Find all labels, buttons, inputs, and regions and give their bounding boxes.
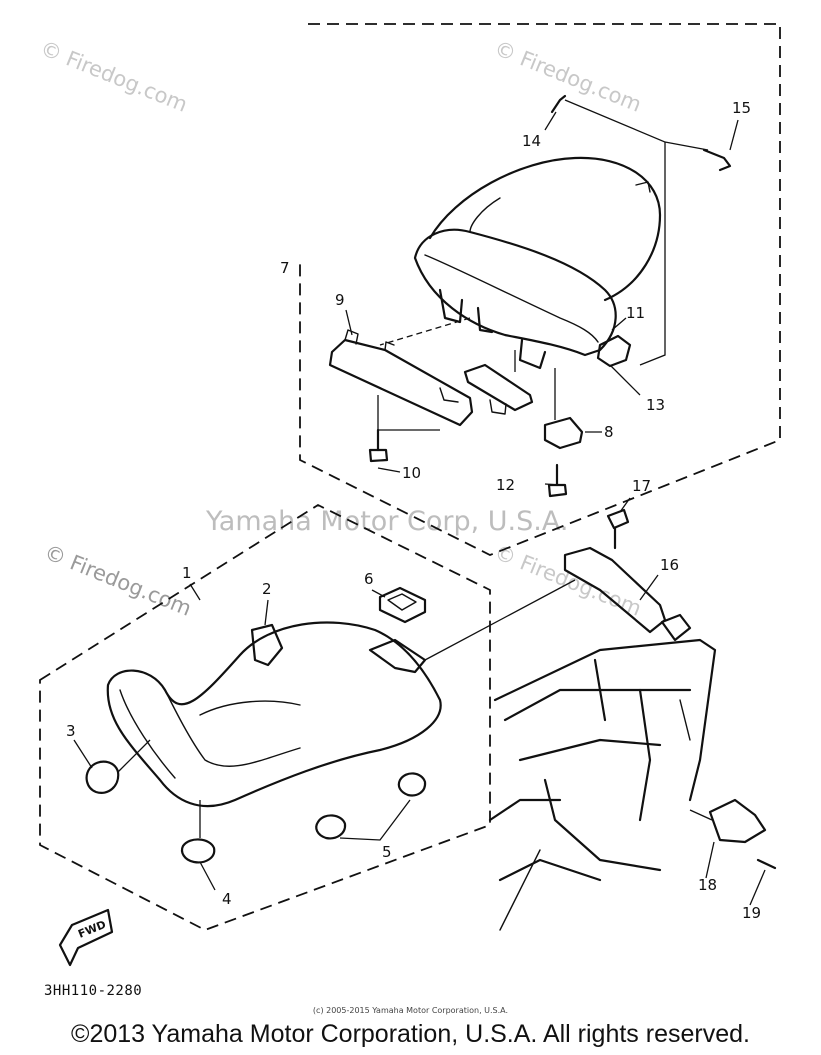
bolt-10 xyxy=(368,428,389,463)
callout-17: 17 xyxy=(632,477,651,495)
bolt-12 xyxy=(547,463,568,498)
callout-10: 10 xyxy=(402,464,421,482)
callout-14: 14 xyxy=(522,132,541,150)
damper-6 xyxy=(378,586,427,624)
bracket-9 xyxy=(328,329,474,431)
grommet-4 xyxy=(180,838,216,864)
tail-cowl xyxy=(413,156,662,370)
callout-3: 3 xyxy=(66,722,76,740)
assembly-1-outline xyxy=(39,503,491,931)
callout-1: 1 xyxy=(182,564,192,582)
watermark-yamaha: Yamaha Motor Corp, U.S.A. xyxy=(206,506,569,537)
callout-18: 18 xyxy=(698,876,717,894)
callout-12: 12 xyxy=(496,476,515,494)
bracket-13 xyxy=(596,334,632,368)
diagram-code: 3HH110-2280 xyxy=(44,983,143,999)
plate-part xyxy=(463,363,534,415)
bolt-17 xyxy=(606,508,630,550)
callout-5: 5 xyxy=(382,843,392,861)
callout-19: 19 xyxy=(742,904,761,922)
small-copyright: (c) 2005-2015 Yamaha Motor Corporation, … xyxy=(312,1006,509,1015)
frame xyxy=(488,638,717,931)
bracket-8 xyxy=(543,416,584,450)
callout-11: 11 xyxy=(626,304,645,322)
bolt-15 xyxy=(702,148,732,172)
seat-lock-16 xyxy=(563,546,692,642)
seat-tab-2 xyxy=(250,623,284,667)
callout-8: 8 xyxy=(604,423,614,441)
callout-15: 15 xyxy=(732,99,751,117)
callout-13: 13 xyxy=(646,396,665,414)
hook-18 xyxy=(708,798,767,844)
knob-3 xyxy=(85,739,151,794)
callout-6: 6 xyxy=(364,570,374,588)
callout-7: 7 xyxy=(280,259,290,277)
fwd-arrow: FWD xyxy=(58,908,114,967)
callout-numbers: 1 2 3 4 5 6 7 8 9 10 11 12 13 14 15 16 1… xyxy=(66,99,761,922)
seat xyxy=(106,621,442,808)
callout-16: 16 xyxy=(660,556,679,574)
seat-bracket xyxy=(368,638,427,674)
callout-4: 4 xyxy=(222,890,232,908)
callout-2: 2 xyxy=(262,580,272,598)
grommet-5b xyxy=(397,772,427,797)
pin-19 xyxy=(756,858,777,870)
grommet-5a xyxy=(315,814,347,840)
assembly-7-outline xyxy=(299,23,781,556)
callout-9: 9 xyxy=(335,291,345,309)
copyright-notice: ©2013 Yamaha Motor Corporation, U.S.A. A… xyxy=(71,1020,750,1048)
pin-14 xyxy=(550,94,567,114)
